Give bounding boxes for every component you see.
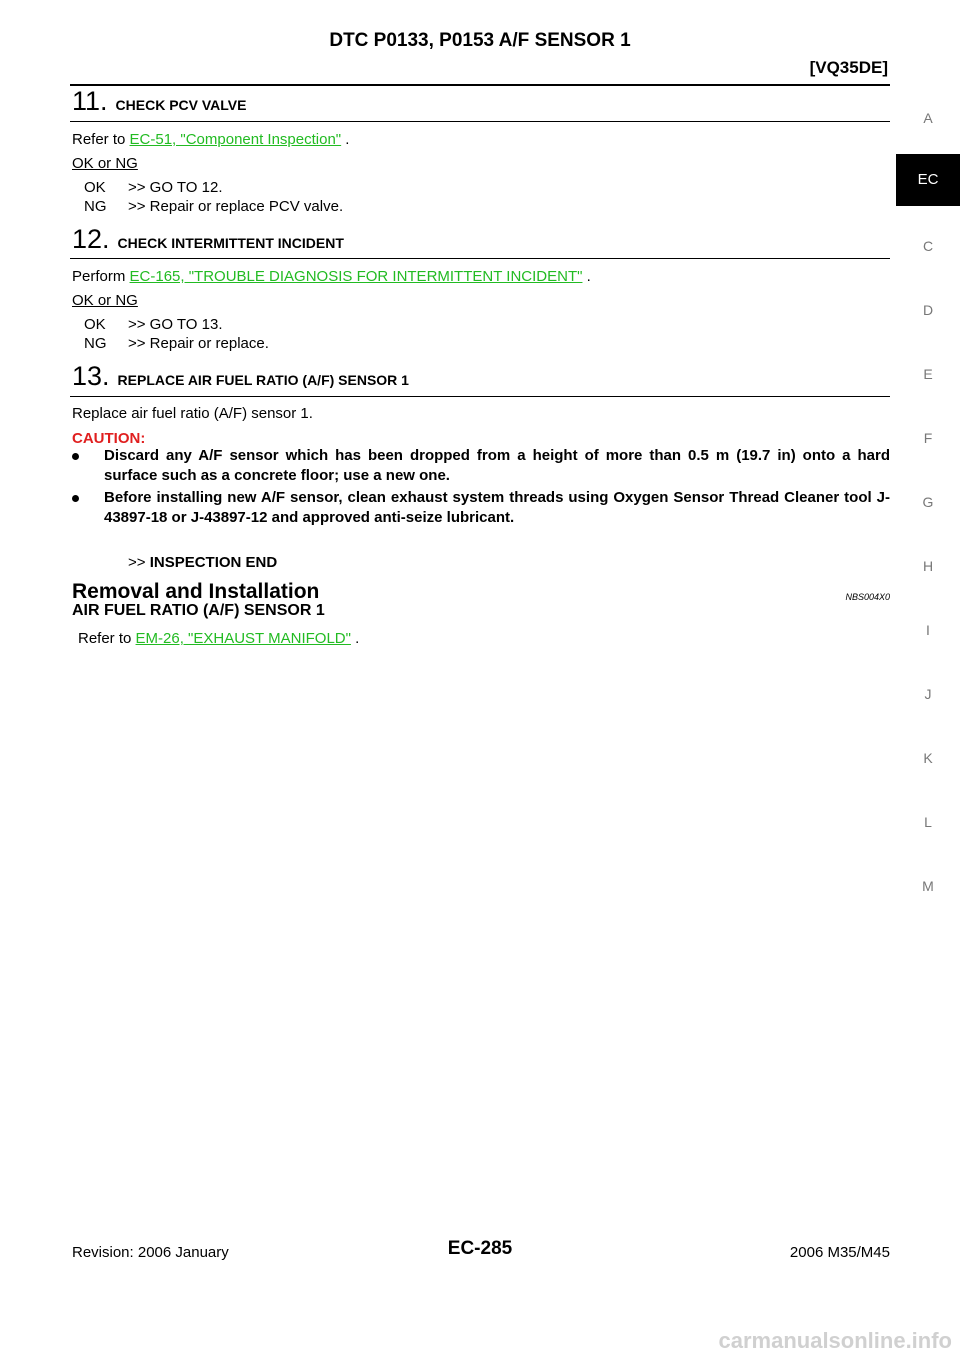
inspection-end: >> INSPECTION END — [128, 554, 277, 571]
ok-or-ng-label: OK or NG — [72, 155, 138, 172]
index-tab-c[interactable]: C — [922, 238, 934, 254]
index-tab-j[interactable]: J — [924, 686, 932, 702]
step-label: CHECK PCV VALVE — [115, 97, 247, 113]
index-tab-l[interactable]: L — [924, 814, 932, 830]
step-13-heading: 13. REPLACE AIR FUEL RATIO (A/F) SENSOR 1 — [72, 361, 409, 392]
model-label: 2006 M35/M45 — [789, 1244, 890, 1261]
instruction-text-end: . — [341, 131, 350, 148]
step-divider — [70, 258, 890, 259]
instruction-text: Refer to — [72, 131, 130, 148]
index-tab-a[interactable]: A — [923, 110, 933, 126]
index-tab-e[interactable]: E — [923, 366, 933, 382]
step-label: CHECK INTERMITTENT INCIDENT — [117, 235, 344, 251]
watermark: carmanualsonline.info — [718, 1328, 953, 1353]
step-number: 11. — [72, 86, 108, 116]
end-prefix: >> — [128, 554, 146, 571]
page-number: EC-285 — [447, 1238, 513, 1259]
step-label: REPLACE AIR FUEL RATIO (A/F) SENSOR 1 — [117, 372, 409, 388]
index-tab-i[interactable]: I — [926, 622, 930, 638]
step-11-heading: 11. CHECK PCV VALVE — [72, 86, 246, 117]
instruction-text-end: . — [350, 630, 360, 647]
step-11-instruction: Refer to EC-51, "Component Inspection" . — [72, 131, 349, 148]
step-divider — [70, 396, 890, 397]
section-code: NBS004X0 — [845, 592, 890, 602]
section-title: Removal and Installation — [72, 580, 320, 603]
step-12-instruction: Perform EC-165, "TROUBLE DIAGNOSIS FOR I… — [72, 268, 591, 285]
step-divider — [70, 121, 890, 122]
caution-bullet: Before installing new A/F sensor, clean … — [104, 489, 890, 526]
result-action: >> GO TO 12. — [128, 179, 223, 196]
index-tab-d[interactable]: D — [922, 302, 934, 318]
result-code: OK — [84, 179, 106, 196]
result-action: >> GO TO 13. — [128, 316, 223, 333]
index-tab-g[interactable]: G — [922, 494, 934, 510]
step-13-instruction: Replace air fuel ratio (A/F) sensor 1. — [72, 405, 313, 422]
instruction-text: Refer to — [78, 630, 136, 647]
step-number: 13. — [72, 361, 110, 391]
result-action: >> Repair or replace PCV valve. — [128, 198, 344, 215]
result-code: OK — [84, 316, 106, 333]
revision-date: Revision: 2006 January — [72, 1244, 229, 1261]
index-tab-k[interactable]: K — [923, 750, 933, 766]
bullet-icon — [72, 495, 79, 502]
header-divider — [70, 84, 890, 86]
index-tab-m[interactable]: M — [922, 878, 934, 894]
end-text: INSPECTION END — [149, 554, 278, 571]
instruction-text: Perform — [72, 268, 130, 285]
result-code: NG — [84, 335, 107, 352]
result-action: >> Repair or replace. — [128, 335, 269, 352]
page-title: DTC P0133, P0153 A/F SENSOR 1 — [329, 30, 631, 51]
index-tab-ec-label: EC — [917, 171, 939, 188]
step-12-heading: 12. CHECK INTERMITTENT INCIDENT — [72, 224, 344, 255]
removal-instruction: Refer to EM-26, "EXHAUST MANIFOLD" . — [78, 630, 359, 647]
index-tab-f[interactable]: F — [923, 430, 933, 446]
result-code: NG — [84, 198, 107, 215]
caution-bullet: Discard any A/F sensor which has been dr… — [104, 447, 890, 484]
bullet-icon — [72, 453, 79, 460]
section-subtitle: AIR FUEL RATIO (A/F) SENSOR 1 — [72, 602, 325, 619]
caution-label: CAUTION: — [72, 430, 146, 447]
index-tab-h[interactable]: H — [922, 558, 934, 574]
step-number: 12. — [72, 224, 110, 254]
ok-or-ng-label: OK or NG — [72, 292, 138, 309]
link-ec-51[interactable]: EC-51, "Component Inspection" — [129, 131, 342, 148]
link-em-26[interactable]: EM-26, "EXHAUST MANIFOLD" — [135, 630, 351, 647]
engine-code: [VQ35DE] — [809, 58, 888, 77]
instruction-text-end: . — [582, 268, 591, 285]
link-ec-165[interactable]: EC-165, "TROUBLE DIAGNOSIS FOR INTERMITT… — [129, 268, 583, 285]
index-tab-ec-active[interactable]: EC — [896, 154, 960, 206]
